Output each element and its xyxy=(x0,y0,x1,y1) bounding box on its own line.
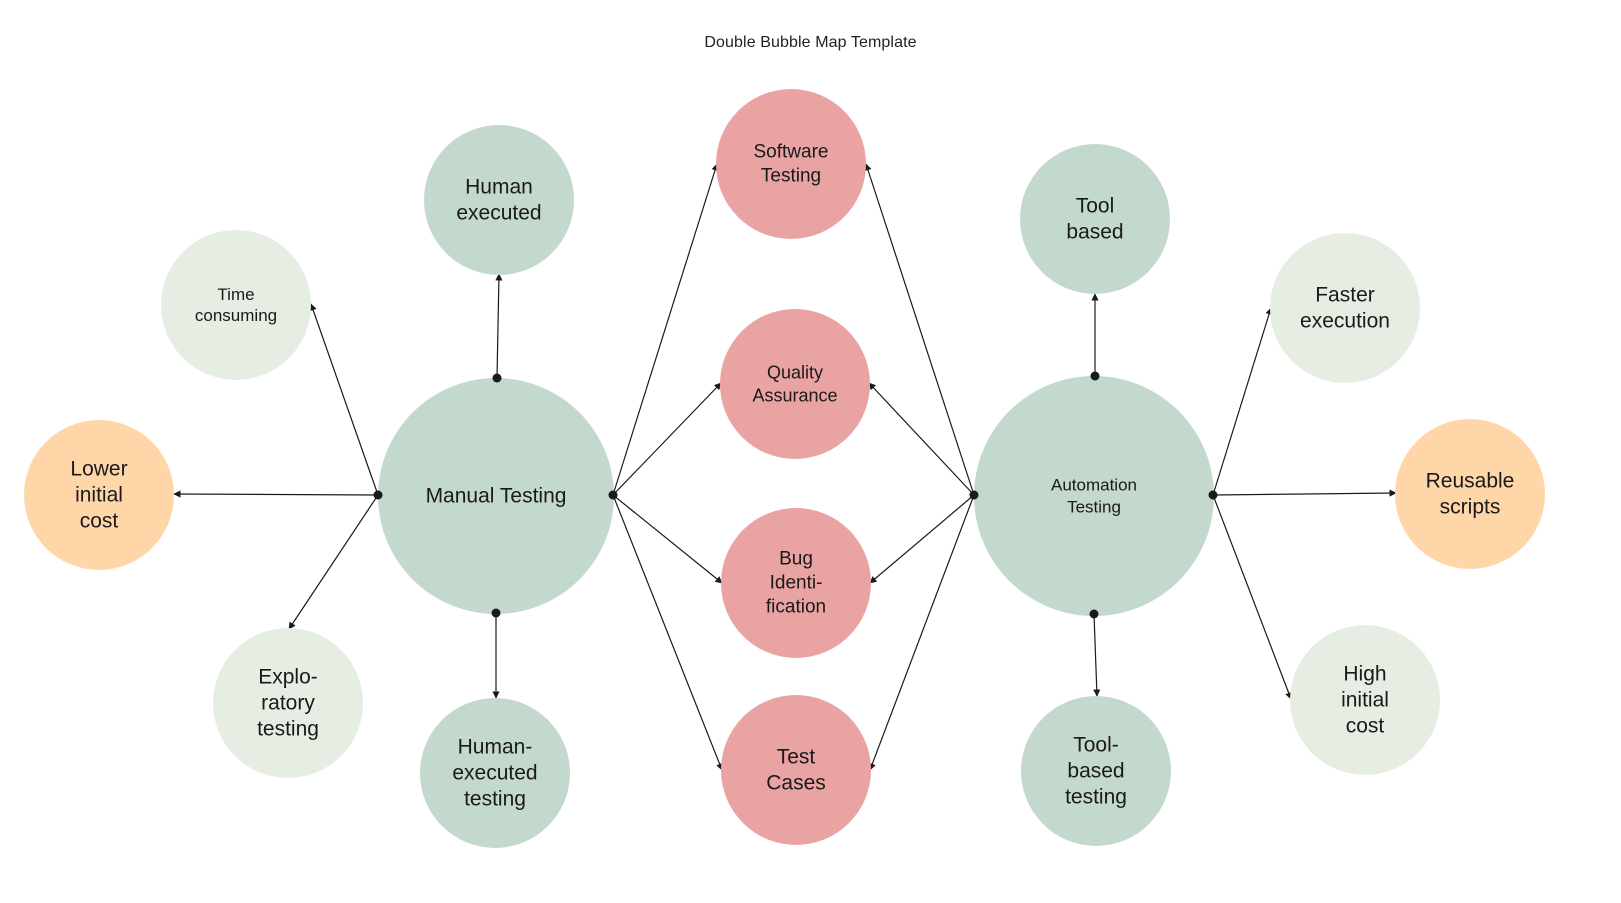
manual-trait-explo-ratory-testing-circle xyxy=(213,628,363,778)
manual-trait-lower-initial-cost-circle xyxy=(24,420,174,570)
anchor-dot xyxy=(492,373,502,383)
manual-trait-human-executed-testing-label-line: Human- xyxy=(458,736,533,759)
automation-trait-tool-based-testing[interactable]: Tool-based testing xyxy=(1021,696,1171,846)
shared-bubble-test-cases-label-line: Test xyxy=(777,746,816,769)
automation-trait-high-initial-cost-circle xyxy=(1290,625,1440,775)
connector-manual-to-shared-software-testing xyxy=(612,163,719,496)
shared-bubble-bug-identi-fication-circle xyxy=(721,508,871,658)
connector-manual-to-lower-initial-cost xyxy=(173,490,379,498)
manual-trait-lower-initial-cost-label-line: cost xyxy=(80,510,119,533)
automation-trait-reusable-scripts-label-line: scripts xyxy=(1440,496,1501,519)
automation-trait-faster-execution-circle xyxy=(1270,233,1420,383)
connector-manual-to-time-consuming xyxy=(309,303,379,496)
manual-trait-lower-initial-cost-label-line: Lower xyxy=(70,458,127,481)
automation-trait-reusable-scripts-label-line: Reusable xyxy=(1426,470,1515,493)
shared-bubble-quality-assurance-label-line: Assurance xyxy=(752,386,837,406)
diagram-title: Double Bubble Map Template xyxy=(704,34,917,51)
anchor-dot xyxy=(1090,371,1100,381)
topic-manual-testing-label-line: Manual Testing xyxy=(426,485,567,508)
manual-trait-time-consuming-label-line: consuming xyxy=(195,306,277,325)
connectors xyxy=(173,163,1397,771)
manual-trait-lower-initial-cost[interactable]: Lower initial cost xyxy=(24,420,174,570)
automation-trait-tool-based-circle xyxy=(1020,144,1170,294)
connector-automation-to-shared-quality-assurance xyxy=(868,382,975,496)
anchor-dot xyxy=(1208,490,1218,500)
shared-bubble-software-testing-circle xyxy=(716,89,866,239)
automation-trait-faster-execution-label-line: Faster xyxy=(1315,284,1375,307)
automation-trait-tool-based-label-line: based xyxy=(1066,221,1123,244)
shared-bubble-software-testing-label-line: Software xyxy=(754,142,829,163)
automation-trait-high-initial-cost-label-line: cost xyxy=(1346,715,1385,738)
anchor-dots xyxy=(373,371,1218,619)
anchor-dot xyxy=(1089,609,1099,619)
automation-trait-tool-based[interactable]: Tool based xyxy=(1020,144,1170,294)
connector-automation-to-high-initial-cost xyxy=(1212,494,1293,700)
connector-automation-to-shared-test-cases xyxy=(868,494,975,771)
automation-trait-reusable-scripts-circle xyxy=(1395,419,1545,569)
automation-trait-high-initial-cost-label-line: High xyxy=(1343,663,1386,686)
topic-automation-testing-label-line: Automation xyxy=(1051,476,1137,495)
automation-trait-faster-execution[interactable]: Faster execution xyxy=(1270,233,1420,383)
manual-trait-time-consuming[interactable]: Time consuming xyxy=(161,230,311,380)
hub-dot-automation xyxy=(969,490,979,500)
anchor-dot xyxy=(491,608,501,618)
manual-trait-explo-ratory-testing[interactable]: Explo-ratory testing xyxy=(213,628,363,778)
manual-trait-lower-initial-cost-label-line: initial xyxy=(75,484,123,507)
manual-trait-human-executed-testing-circle xyxy=(420,698,570,848)
manual-trait-human-executed-circle xyxy=(424,125,574,275)
connector-manual-to-human-executed xyxy=(495,273,503,379)
automation-trait-tool-based-testing-label-line: testing xyxy=(1065,786,1127,809)
manual-trait-human-executed-testing[interactable]: Human-executed testing xyxy=(420,698,570,848)
connector-automation-to-faster-execution xyxy=(1212,307,1273,496)
automation-trait-high-initial-cost-label-line: initial xyxy=(1341,689,1389,712)
manual-trait-explo-ratory-testing-label-line: Explo- xyxy=(258,666,318,689)
connector-automation-to-shared-bug-identi-fication xyxy=(869,494,975,584)
connector-automation-to-reusable-scripts xyxy=(1212,489,1397,497)
connector-manual-to-shared-bug-identi-fication xyxy=(612,494,723,584)
connector-manual-to-shared-quality-assurance xyxy=(612,382,722,496)
manual-trait-human-executed-testing-label-line: testing xyxy=(464,788,526,811)
topic-manual-testing-circle xyxy=(378,378,614,614)
automation-trait-tool-based-testing-label-line: Tool- xyxy=(1073,734,1119,757)
automation-trait-tool-based-label-line: Tool xyxy=(1076,195,1115,218)
automation-trait-reusable-scripts[interactable]: Reusable scripts xyxy=(1395,419,1545,569)
manual-trait-explo-ratory-testing-label-line: testing xyxy=(257,718,319,741)
shared-bubble-bug-identi-fication-label-line: Bug xyxy=(779,549,813,570)
connector-automation-to-shared-software-testing xyxy=(864,163,975,496)
shared-bubble-test-cases-circle xyxy=(721,695,871,845)
shared-bubble-quality-assurance-circle xyxy=(720,309,870,459)
shared-bubble-test-cases-label-line: Cases xyxy=(766,772,826,795)
shared-bubble-bug-identi-fication-label-line: fication xyxy=(766,597,826,618)
automation-trait-faster-execution-label-line: execution xyxy=(1300,310,1390,333)
hub-dot-manual xyxy=(608,490,618,500)
shared-bubble-quality-assurance-label-line: Quality xyxy=(767,363,823,383)
shared-bubble-software-testing-label-line: Testing xyxy=(761,166,821,187)
automation-trait-tool-based-testing-label-line: based xyxy=(1067,760,1124,783)
automation-trait-high-initial-cost[interactable]: High initial cost xyxy=(1290,625,1440,775)
shared-bubble-bug-identi-fication-label-line: Identi- xyxy=(770,573,823,594)
topic-automation-testing-label-line: Testing xyxy=(1067,498,1121,517)
manual-trait-human-executed[interactable]: Human executed xyxy=(424,125,574,275)
anchor-dot xyxy=(373,490,383,500)
manual-trait-explo-ratory-testing-label-line: ratory xyxy=(261,692,315,715)
manual-trait-human-executed-label-line: Human xyxy=(465,176,533,199)
automation-trait-tool-based-testing-circle xyxy=(1021,696,1171,846)
topic-manual-testing[interactable]: Manual Testing xyxy=(378,378,614,614)
manual-trait-time-consuming-circle xyxy=(161,230,311,380)
manual-trait-human-executed-label-line: executed xyxy=(456,202,541,225)
manual-trait-human-executed-testing-label-line: executed xyxy=(452,762,537,785)
connector-automation-to-tool-based-testing xyxy=(1093,613,1101,697)
topic-automation-testing-circle xyxy=(974,376,1214,616)
manual-trait-time-consuming-label-line: Time xyxy=(217,285,254,304)
connector-manual-to-explo-ratory-testing xyxy=(288,494,379,630)
connector-manual-to-shared-test-cases xyxy=(612,494,723,771)
